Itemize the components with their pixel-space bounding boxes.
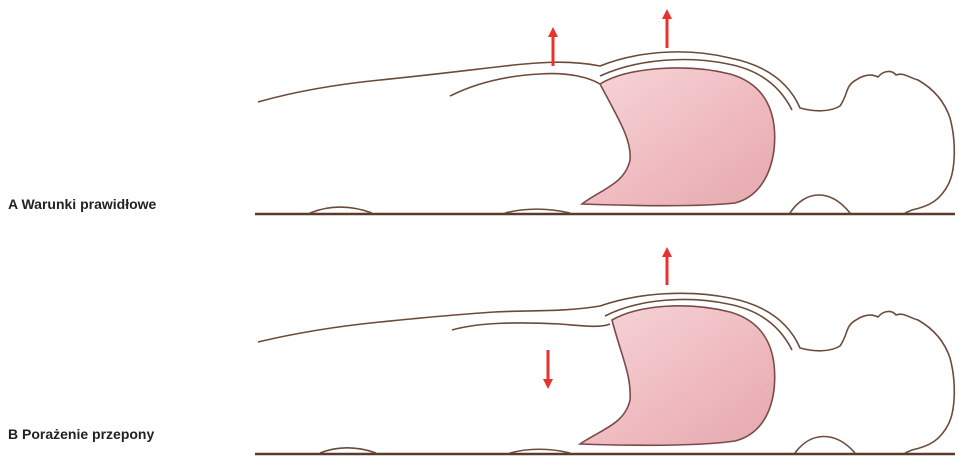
panel-a-figure <box>255 14 955 214</box>
abdominal-wall-b <box>452 323 610 330</box>
panel-b-figure <box>255 252 955 454</box>
lung-organ-a <box>582 68 775 206</box>
abdominal-wall-a <box>450 74 600 96</box>
lung-organ-b <box>580 306 775 445</box>
bed-contour-a <box>310 195 850 213</box>
